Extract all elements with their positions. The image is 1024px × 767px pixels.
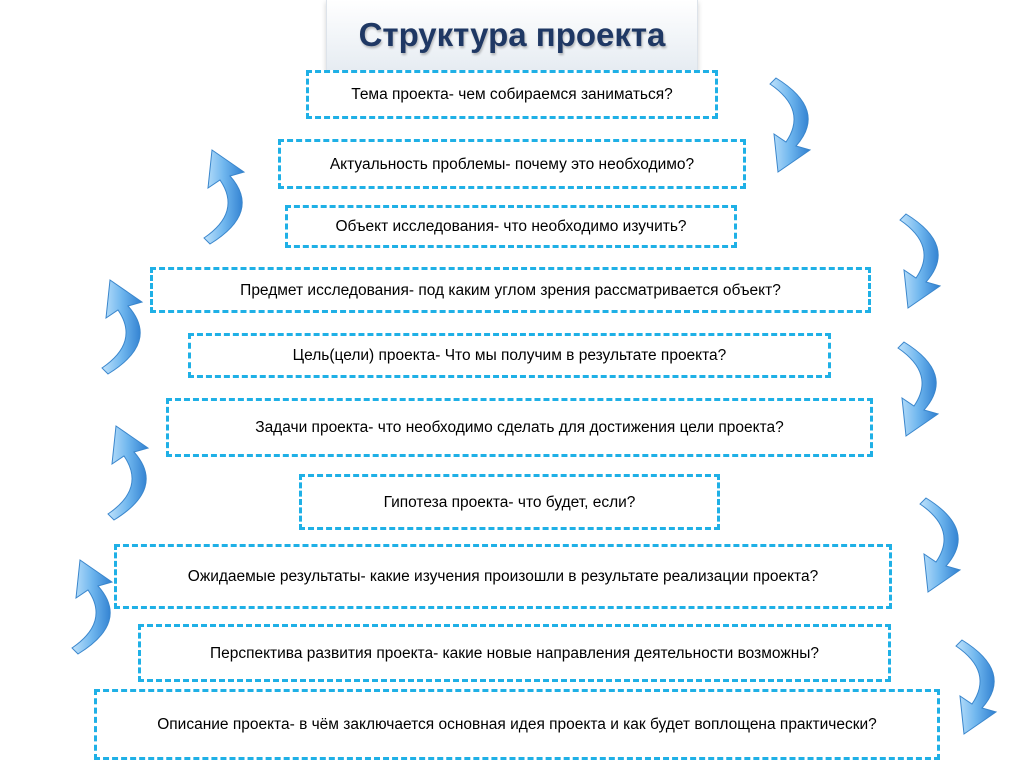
step-tasks-box: Задачи проекта- что необходимо сделать д… (166, 398, 873, 457)
step-results-box: Ожидаемые результаты- какие изучения про… (114, 544, 892, 609)
title-banner: Структура проекта (326, 0, 698, 71)
step-label: Задачи проекта- что необходимо сделать д… (255, 419, 784, 436)
step-subject-box: Предмет исследования- под каким углом зр… (150, 267, 871, 313)
step-perspective-box: Перспектива развития проекта- какие новы… (138, 624, 891, 682)
step-label: Актуальность проблемы- почему это необхо… (329, 155, 695, 173)
curved-down-arrow-icon (897, 341, 939, 437)
curved-up-arrow-icon (107, 425, 149, 521)
step-label: Ожидаемые результаты- какие изучения про… (187, 568, 819, 585)
step-hypothesis-box: Гипотеза проекта- что будет, если? (299, 474, 720, 530)
curved-down-arrow-icon (899, 213, 941, 309)
step-relevance-box: Актуальность проблемы- почему это необхо… (278, 139, 746, 189)
step-label: Описание проекта- в чём заключается осно… (157, 716, 877, 733)
step-label: Тема проекта- чем собираемся заниматься? (351, 86, 673, 103)
step-label: Предмет исследования- под каким углом зр… (240, 281, 781, 299)
curved-down-arrow-icon (919, 497, 961, 593)
step-label: Гипотеза проекта- что будет, если? (383, 493, 636, 511)
step-label: Объект исследования- что необходимо изуч… (335, 218, 687, 235)
curved-up-arrow-icon (71, 559, 113, 655)
page-title: Структура проекта (358, 16, 666, 53)
curved-up-arrow-icon (203, 149, 245, 245)
step-label: Перспектива развития проекта- какие новы… (209, 644, 820, 662)
curved-down-arrow-icon (769, 77, 811, 173)
step-topic-box: Тема проекта- чем собираемся заниматься? (306, 70, 718, 119)
curved-down-arrow-icon (955, 639, 997, 735)
step-description-box: Описание проекта- в чём заключается осно… (94, 689, 940, 760)
step-object-box: Объект исследования- что необходимо изуч… (285, 205, 737, 248)
step-label: Цель(цели) проекта- Что мы получим в рез… (292, 347, 727, 364)
curved-up-arrow-icon (101, 279, 143, 375)
step-goal-box: Цель(цели) проекта- Что мы получим в рез… (188, 333, 831, 378)
